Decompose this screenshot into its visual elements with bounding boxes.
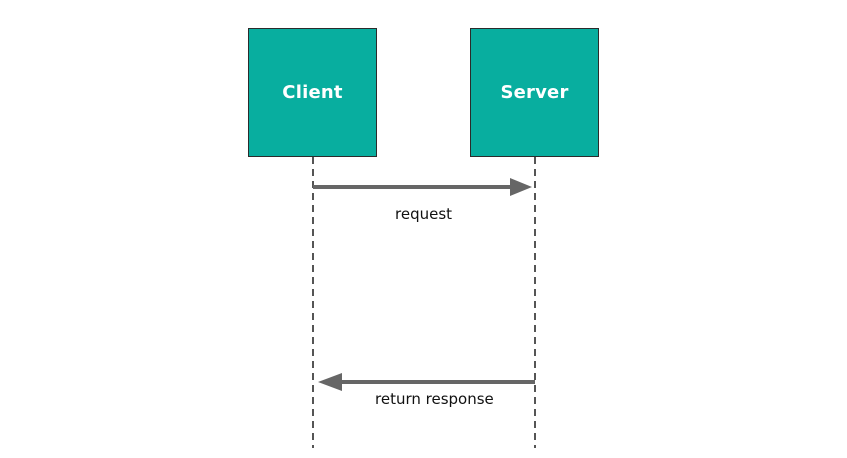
client-actor-label: Client xyxy=(282,82,343,103)
request-message-label: request xyxy=(395,205,453,223)
response-message-label: return response xyxy=(375,390,494,408)
request-arrow xyxy=(313,178,532,196)
client-actor-box: Client xyxy=(248,28,377,157)
request-arrowhead xyxy=(510,178,532,196)
response-arrowhead xyxy=(318,373,342,391)
server-actor-box: Server xyxy=(470,28,599,157)
response-arrow xyxy=(318,373,535,391)
server-actor-label: Server xyxy=(500,82,569,103)
